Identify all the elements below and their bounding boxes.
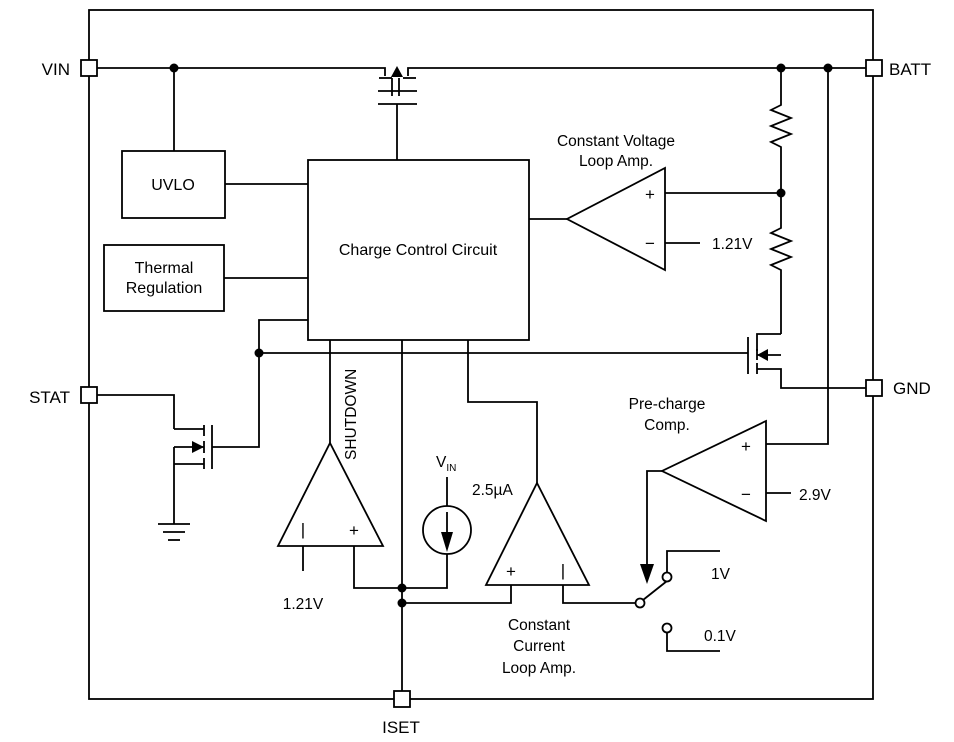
shutdown-label: SHUTDOWN bbox=[343, 369, 360, 460]
stat-nmos-transistor bbox=[173, 425, 213, 524]
current-source-value: 2.5µA bbox=[472, 482, 513, 499]
cc-loop-amp bbox=[484, 481, 591, 586]
shutdown-ref-voltage: 1.21V bbox=[283, 596, 324, 613]
shutdown-plus-sign: + bbox=[349, 521, 359, 540]
current-source-supply-sub: IN bbox=[446, 463, 456, 474]
cv-ref-voltage: 1.21V bbox=[712, 236, 753, 253]
vin-pin bbox=[80, 59, 98, 77]
cc-plus-sign: + bbox=[506, 562, 516, 581]
thermal-regulation-block bbox=[103, 244, 225, 312]
current-source-supply-main: V bbox=[436, 454, 447, 471]
cc-amp-label-line1: Constant bbox=[508, 617, 571, 634]
stat-label: STAT bbox=[29, 388, 70, 407]
ref-switch bbox=[634, 550, 720, 652]
gnd-pin bbox=[865, 379, 883, 397]
iset-label: ISET bbox=[382, 718, 420, 737]
uvlo-label: UVLO bbox=[151, 177, 195, 194]
precharge-plus-sign: + bbox=[741, 437, 751, 456]
precharge-comparator bbox=[659, 419, 767, 523]
vin-label: VIN bbox=[42, 60, 70, 79]
precharge-minus-sign: − bbox=[741, 485, 751, 504]
precharge-label-line2: Comp. bbox=[644, 417, 690, 434]
pass-pmos-transistor bbox=[378, 66, 417, 160]
ground-symbol bbox=[158, 523, 190, 541]
iset-pin bbox=[393, 690, 411, 708]
stat-pin bbox=[80, 386, 98, 404]
resistor-divider bbox=[768, 68, 794, 334]
ic-boundary bbox=[88, 9, 874, 700]
switch-1v-label: 1V bbox=[711, 566, 731, 583]
cv-amp-label-line2: Loop Amp. bbox=[579, 153, 653, 170]
shutdown-comparator bbox=[276, 441, 385, 547]
shutdown-minus-sign: | bbox=[301, 520, 305, 539]
charge-control-label: Charge Control Circuit bbox=[339, 242, 498, 259]
batt-pin bbox=[865, 59, 883, 77]
current-source bbox=[422, 477, 472, 555]
thermal-label-line2: Regulation bbox=[126, 280, 203, 297]
thermal-label-line1: Thermal bbox=[135, 260, 194, 277]
cv-amp-label-line1: Constant Voltage bbox=[557, 133, 675, 150]
vin-rail bbox=[97, 67, 386, 76]
precharge-label-line1: Pre-charge bbox=[629, 396, 706, 413]
batt-label: BATT bbox=[889, 60, 931, 79]
cc-amp-label-line2: Current bbox=[513, 638, 565, 655]
cv-minus-sign: − bbox=[645, 234, 655, 253]
charge-control-block bbox=[307, 159, 530, 341]
batt-rail bbox=[407, 67, 866, 76]
cc-minus-sign: | bbox=[561, 561, 565, 580]
divider-nmos-transistor bbox=[747, 333, 866, 389]
cc-amp-label-line3: Loop Amp. bbox=[502, 660, 576, 677]
gnd-label: GND bbox=[893, 379, 931, 398]
cv-plus-sign: + bbox=[645, 185, 655, 204]
switch-0p1v-label: 0.1V bbox=[704, 628, 737, 645]
current-source-supply: VIN bbox=[436, 454, 456, 474]
precharge-ref-voltage: 2.9V bbox=[799, 487, 832, 504]
cv-loop-amp bbox=[565, 166, 666, 272]
